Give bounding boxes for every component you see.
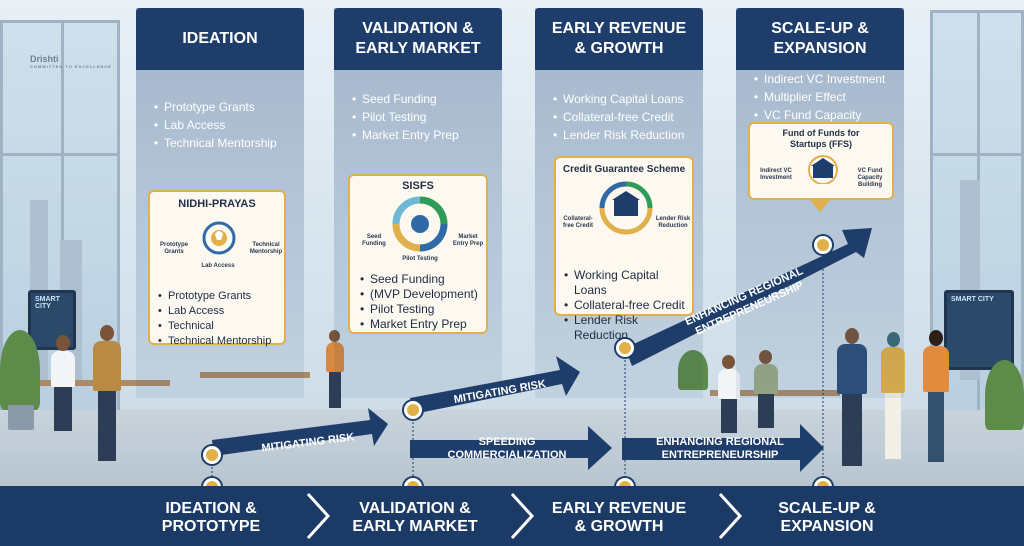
screen-label: SMART CITY [951,296,994,303]
bullet: Indirect VC Investment [754,70,904,88]
plant [985,360,1024,430]
person-standing [834,328,870,468]
scheme-card-sisfs: SISFS Seed Funding Market Entry Prep Pil… [348,174,488,334]
card-list-item: Seed Funding [360,272,478,287]
cycle-diagram [392,196,448,252]
scheme-card-credit-guarantee: Credit Guarantee Scheme Collateral-free … [554,156,694,342]
card-list: Working Capital Loans Collateral-free Cr… [564,268,692,343]
diagram-label: Lender Risk Reduction [655,216,691,229]
diagram-label: Prototype Grants [159,242,188,255]
person-standing [90,325,124,465]
card-list-item: Technical [158,319,271,334]
card-list-item: Lab Access [158,304,271,319]
cycle-diagram [202,221,236,255]
cycle-diagram [599,181,653,235]
bullet: Prototype Grants [154,98,277,116]
card-list-item: Pilot Testing [360,302,478,317]
bullet: Working Capital Loans [553,90,684,108]
arrow-mitigating-risk-1 [212,408,388,456]
plant [678,350,708,390]
arrow-enhancing-regional-2 [622,424,824,472]
person-seated [716,355,742,435]
card-list-item: Technical Mentorship [158,334,271,349]
timeline-label: IDEATION & PROTOTYPE [161,500,261,535]
stage-bullets: Seed Funding Pilot Testing Market Entry … [352,90,459,144]
bank-icon [808,155,838,184]
card-title: Fund of Funds for Startups (FFS) [782,128,860,149]
diagram-label: Collateral-free Credit [562,216,593,229]
diagram-label: Indirect VC Investment [760,168,792,181]
bullet: Market Entry Prep [352,126,459,144]
stage-title: VALIDATION & EARLY MARKET [334,8,502,70]
person-standing [324,330,346,410]
card-pointer [810,200,830,212]
stage-title: EARLY REVENUE & GROWTH [535,8,703,70]
scheme-card-nidhi-prayas: NIDHI-PRAYAS Prototype Grants Technical … [148,190,286,349]
stage-bullets: Working Capital Loans Collateral-free Cr… [553,90,684,144]
arrow-mitigating-risk-2 [410,356,580,414]
bullet: Multiplier Effect [754,88,904,106]
plant [0,330,40,410]
bullet: Lender Risk Reduction [553,126,684,144]
card-list-item: Prototype Grants [158,289,271,304]
person-standing [878,332,908,462]
card-list-item: Working Capital Loans [564,268,692,298]
bullet: Collateral-free Credit [553,108,684,126]
card-list-item: Market Entry Prep [360,317,478,332]
diagram-label: Technical Mentorship [249,242,283,255]
bullet: Seed Funding [352,90,459,108]
card-title: Credit Guarantee Scheme [562,164,686,175]
card-list-item: Lender Risk Reduction [564,313,692,343]
card-list-item: (MVP Development) [360,287,478,302]
milestone-dot [814,236,832,254]
stage-title: SCALE-UP & EXPANSION [736,8,904,70]
plant-pot [8,405,34,430]
timeline-label: VALIDATION & EARLY MARKET [352,500,478,535]
card-title: NIDHI-PRAYAS [178,198,256,210]
card-list: Prototype Grants Lab Access Technical Te… [158,289,271,349]
milestone-dot [203,446,221,464]
bullet: Pilot Testing [352,108,459,126]
bullet: Lab Access [154,116,277,134]
stage-bullets: Prototype Grants Lab Access Technical Me… [154,98,277,152]
card-title: SISFS [402,180,434,192]
stage-title: IDEATION [136,8,304,70]
screen-label: SMART CITY [35,296,60,310]
diagram-label: Pilot Testing [402,256,438,262]
arrow-label: SPEEDING COMMERCIALIZATION [447,436,567,461]
diagram-label: Market Entry Prep [452,234,484,247]
diagram-label: VC Fund Capacity Building [857,168,883,188]
diagram-label: Seed Funding [362,234,386,247]
desk [200,372,310,378]
timeline-label: EARLY REVENUE & GROWTH [551,500,687,535]
person-seated [752,350,780,430]
smart-city-screen-right: SMART CITY [944,290,1014,370]
bullet: Technical Mentorship [154,134,277,152]
timeline-chevrons [306,492,743,540]
card-list: Seed Funding (MVP Development) Pilot Tes… [360,272,478,332]
diagram-label: Lab Access [201,263,235,269]
card-list-item: Collateral-free Credit [564,298,692,313]
arrow-label: ENHANCING REGIONAL ENTREPRENEURSHIP [656,436,784,461]
timeline-label: SCALE-UP & EXPANSION [778,500,876,535]
scheme-card-ffs: Fund of Funds for Startups (FFS) Indirec… [748,122,894,200]
arrow-speeding [410,426,612,470]
milestone-dot [404,401,422,419]
person-standing [920,330,952,465]
person-seated [48,335,78,435]
